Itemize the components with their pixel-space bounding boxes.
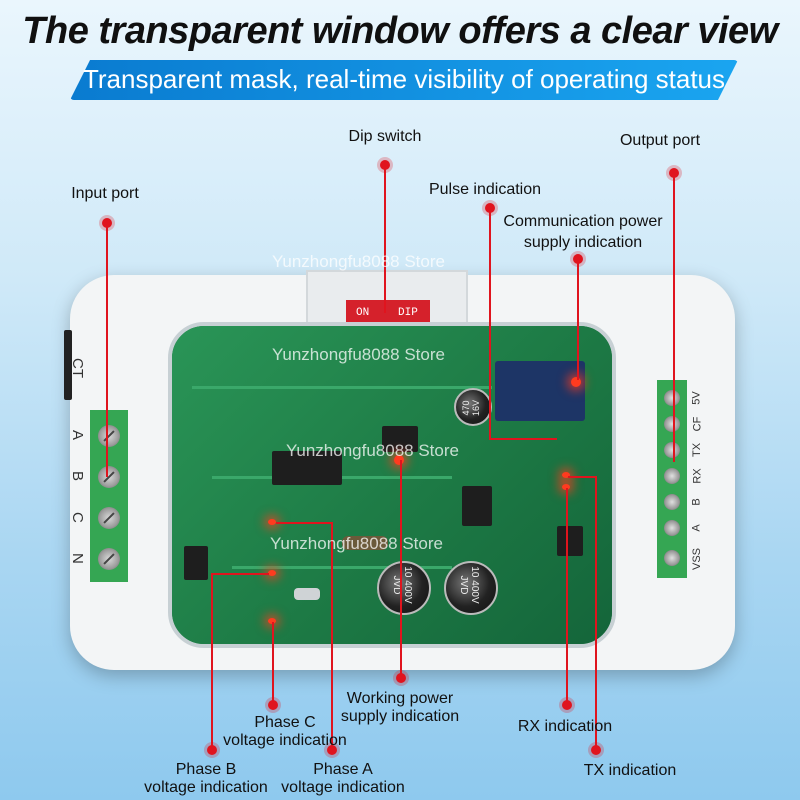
working-power-label-1: Working power	[346, 690, 454, 707]
phase-a-line-h	[276, 522, 332, 524]
input-port-line	[106, 222, 108, 477]
output-screw-5v	[664, 390, 680, 406]
tx-indication-label: TX indication	[583, 762, 677, 779]
dip-switch-dot	[380, 160, 390, 170]
working-power-dot	[396, 673, 406, 683]
output-label-b: B	[690, 498, 703, 506]
tx-line-h	[568, 476, 596, 478]
housing-tab	[64, 330, 72, 400]
dip-on-label: ON	[356, 307, 370, 319]
output-label-rx: RX	[691, 468, 704, 484]
pcb-trace	[232, 566, 452, 569]
tx-dot	[591, 745, 601, 755]
comm-power-label-1: Communication power	[503, 213, 663, 230]
working-power-led	[394, 455, 404, 465]
comm-power-led	[571, 377, 581, 387]
terminal-label-c: C	[69, 512, 86, 523]
phase-b-line-h	[211, 573, 269, 575]
comm-power-label-2: supply indication	[523, 234, 643, 251]
pulse-line-h	[489, 438, 557, 440]
terminal-screw-n	[98, 548, 120, 570]
output-screw-vss	[664, 550, 680, 566]
ic-chip	[184, 546, 208, 580]
output-screw-a	[664, 520, 680, 536]
store-watermark: Yunzhongfu8088 Store	[270, 534, 443, 553]
comm-power-dot	[573, 254, 583, 264]
capacitor-label: 470 16V	[461, 400, 481, 417]
rx-line	[566, 488, 568, 705]
subtitle-text: Transparent mask, real-time visibility o…	[82, 64, 726, 94]
headline: The transparent window offers a clear vi…	[22, 10, 778, 52]
pulse-indication-label: Pulse indication	[428, 181, 542, 198]
dip-dip-label: DIP	[398, 307, 418, 319]
terminal-screw-a	[98, 425, 120, 447]
large-capacitor	[377, 561, 431, 615]
tx-led	[562, 484, 570, 490]
comm-power-line	[577, 258, 579, 380]
phase-b-led	[268, 570, 276, 576]
input-port-dot	[102, 218, 112, 228]
output-port-line	[673, 172, 675, 462]
resistor	[294, 588, 320, 600]
output-label-cf: CF	[691, 416, 704, 432]
input-port-label: Input port	[71, 185, 139, 202]
subtitle-banner	[70, 60, 738, 100]
inductor	[342, 536, 388, 550]
pulse-line	[489, 208, 491, 440]
phase-c-led	[268, 618, 276, 624]
terminal-label-a: A	[69, 430, 86, 441]
tx-line	[595, 476, 597, 751]
phase-b-line	[211, 573, 213, 750]
phase-a-label-1: Phase A	[313, 761, 373, 778]
capacitor-label: 10 400V JVD	[391, 566, 413, 604]
rx-dot	[562, 700, 572, 710]
working-power-line	[400, 460, 402, 678]
phase-b-label-2: voltage indication	[144, 779, 268, 796]
capacitor-label: 10 400V JVD	[458, 566, 480, 604]
working-power-label-2: supply indication	[340, 708, 460, 725]
store-watermark: Yunzhongfu8088 Store	[272, 345, 445, 364]
output-screw-tx	[664, 442, 680, 458]
phase-a-line	[331, 522, 333, 750]
output-label-5v: 5V	[690, 391, 703, 405]
phase-a-label-2: voltage indication	[281, 779, 405, 796]
pulse-dot	[485, 203, 495, 213]
terminal-label-b: B	[69, 471, 86, 482]
phase-a-dot	[327, 745, 337, 755]
store-watermark: Yunzhongfu8088 Store	[272, 252, 445, 271]
terminal-screw-c	[98, 507, 120, 529]
phase-c-label-1: Phase C	[254, 714, 316, 731]
dip-switch-label: Dip switch	[348, 128, 422, 145]
phase-c-line	[272, 622, 274, 704]
phase-b-dot	[207, 745, 217, 755]
output-port-dot	[669, 168, 679, 178]
small-capacitor	[454, 388, 492, 426]
store-watermark: Yunzhongfu8088 Store	[286, 441, 459, 460]
ic-chip	[462, 486, 492, 526]
terminal-screw-b	[98, 466, 120, 488]
phase-c-label-2: voltage indication	[223, 732, 347, 749]
output-label-a: A	[690, 524, 703, 532]
output-label-tx: TX	[691, 442, 704, 458]
phase-a-led	[268, 519, 276, 525]
pcb-trace	[192, 386, 492, 389]
ic-chip	[557, 526, 583, 556]
output-label-vss: VSS	[691, 547, 704, 571]
dip-switch-line	[384, 163, 386, 313]
rx-led	[562, 472, 570, 478]
large-capacitor	[444, 561, 498, 615]
output-screw-cf	[664, 416, 680, 432]
terminal-label-n: N	[69, 553, 86, 564]
transparent-window: 10 400V JVD 10 400V JVD 470 16V	[168, 322, 616, 648]
output-screw-rx	[664, 468, 680, 484]
output-screw-b	[664, 494, 680, 510]
phase-b-label-1: Phase B	[175, 761, 237, 778]
output-port-label: Output port	[619, 132, 701, 149]
terminal-label-ct: CT	[69, 358, 86, 378]
rx-indication-label: RX indication	[517, 718, 613, 735]
relay	[495, 361, 585, 421]
ic-chip	[382, 426, 418, 452]
phase-c-dot	[268, 700, 278, 710]
ic-chip	[272, 451, 342, 485]
